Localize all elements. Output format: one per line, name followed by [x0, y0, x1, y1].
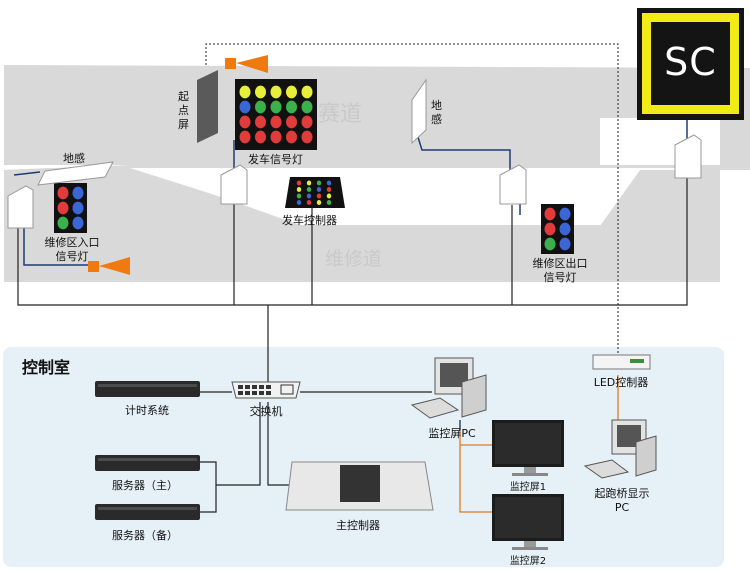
start-controller-button — [296, 199, 302, 206]
sc-sign — [637, 8, 744, 120]
monitor-pc-label: 监控屏PC — [428, 427, 476, 440]
field-cabinets — [7, 134, 702, 229]
start-controller-button — [326, 199, 332, 206]
pit-entry-lamp — [57, 216, 69, 230]
start-horn — [225, 55, 268, 73]
start-light-lamp — [239, 100, 251, 114]
control-room-label: 控制室 — [22, 358, 71, 377]
pit-exit-lights-board — [541, 204, 574, 254]
start-light-lamp — [239, 115, 251, 129]
start-light-lamp — [255, 100, 266, 114]
sc-sign-text: SC — [664, 40, 717, 84]
pit-entry-lamp — [57, 201, 69, 215]
pit-exit-lamp — [559, 222, 571, 236]
pit-entry-lights-board — [54, 183, 87, 233]
server-main-rack — [95, 455, 200, 471]
start-light-lamp — [301, 100, 313, 114]
timing-system-label: 计时系统 — [125, 404, 169, 417]
start-controller-label: 发车控制器 — [282, 214, 337, 227]
ground-sensor-left-plate — [37, 161, 114, 186]
video-lines — [459, 375, 619, 513]
start-controller-box — [285, 177, 345, 208]
pit-exit-lamp — [544, 207, 556, 221]
start-controller-button — [306, 180, 312, 186]
pit-entry-lamp — [57, 186, 69, 200]
start-light-lamp — [239, 130, 251, 144]
start-light-lamp — [255, 85, 266, 99]
start-light-lamp — [286, 115, 297, 129]
pit-entry-lamp — [72, 201, 84, 215]
start-light-lamp — [255, 115, 266, 129]
start-controller-button — [326, 193, 332, 199]
start-controller-button — [316, 186, 322, 193]
pit-entry-lamp — [72, 186, 84, 200]
start-controller-button — [296, 186, 302, 193]
pit-lane-label: 维修道 — [325, 248, 383, 270]
start-controller-button — [306, 193, 312, 199]
start-controller-button — [306, 199, 312, 206]
start-light-lamp — [255, 130, 266, 144]
monitor-1-screen — [492, 420, 564, 476]
pit-entry-lights-label: 维修区入口 信号灯 — [44, 236, 100, 263]
start-light-lamp — [301, 115, 313, 129]
start-light-lamp — [301, 85, 313, 99]
led-signal-line — [205, 43, 619, 355]
start-light-lamp — [286, 130, 297, 144]
track-label: 赛道 — [318, 102, 363, 127]
monitor-pc — [410, 357, 487, 419]
start-screen-label: 起点屏 — [178, 90, 189, 131]
grid-display-pc-label: 起跑桥显示 PC — [594, 487, 650, 514]
pit-exit-lamp — [544, 222, 556, 236]
monitor-2-label: 监控屏2 — [509, 556, 547, 567]
pit-lane-strip — [130, 225, 720, 282]
start-lights-label: 发车信号灯 — [248, 153, 303, 166]
start-controller-button — [306, 186, 312, 193]
start-lights-board — [235, 79, 317, 150]
start-controller-button — [296, 193, 302, 199]
led-controller-device — [592, 354, 651, 370]
start-controller-button — [326, 186, 332, 193]
timing-system-rack — [95, 381, 200, 397]
start-light-lamp — [270, 85, 282, 99]
server-backup-rack — [95, 504, 200, 520]
pit-entry-lamp — [72, 216, 84, 230]
start-controller-button — [326, 180, 332, 186]
start-light-lamp — [270, 130, 282, 144]
main-controller-console — [285, 461, 434, 511]
pit-exit-lamp — [559, 237, 571, 251]
start-controller-button — [296, 180, 302, 186]
network-lines — [13, 120, 688, 266]
track-area — [4, 65, 750, 170]
pit-exit-lamp — [544, 237, 556, 251]
led-controller-label: LED控制器 — [593, 376, 649, 389]
server-backup-label: 服务器（备） — [112, 529, 178, 542]
pit-entry-horn — [88, 257, 130, 275]
bus-lines — [17, 178, 688, 513]
pit-exit-lamp — [559, 207, 571, 221]
start-light-lamp — [301, 130, 313, 144]
monitor-1-label: 监控屏1 — [509, 482, 547, 493]
start-controller-button — [316, 193, 322, 199]
start-light-lamp — [239, 85, 251, 99]
network-switch — [231, 381, 301, 399]
start-light-lamp — [270, 100, 282, 114]
start-controller-button — [316, 199, 322, 206]
start-light-lamp — [286, 100, 297, 114]
switch-label: 交换机 — [249, 405, 283, 418]
pit-exit-lights-label: 维修区出口 信号灯 — [532, 257, 588, 284]
grid-display-pc — [583, 419, 657, 479]
start-light-lamp — [286, 85, 297, 99]
start-controller-button — [316, 180, 322, 186]
ground-sensor-left-label: 地感 — [63, 152, 85, 165]
ground-sensor-right-label: 地感 — [431, 99, 442, 126]
ground-sensor-right-plate — [411, 78, 427, 145]
monitor-2-screen — [492, 494, 564, 550]
start-screen-panel — [197, 70, 218, 143]
main-controller-label: 主控制器 — [336, 519, 380, 532]
start-light-lamp — [270, 115, 282, 129]
server-main-label: 服务器（主） — [112, 479, 178, 492]
